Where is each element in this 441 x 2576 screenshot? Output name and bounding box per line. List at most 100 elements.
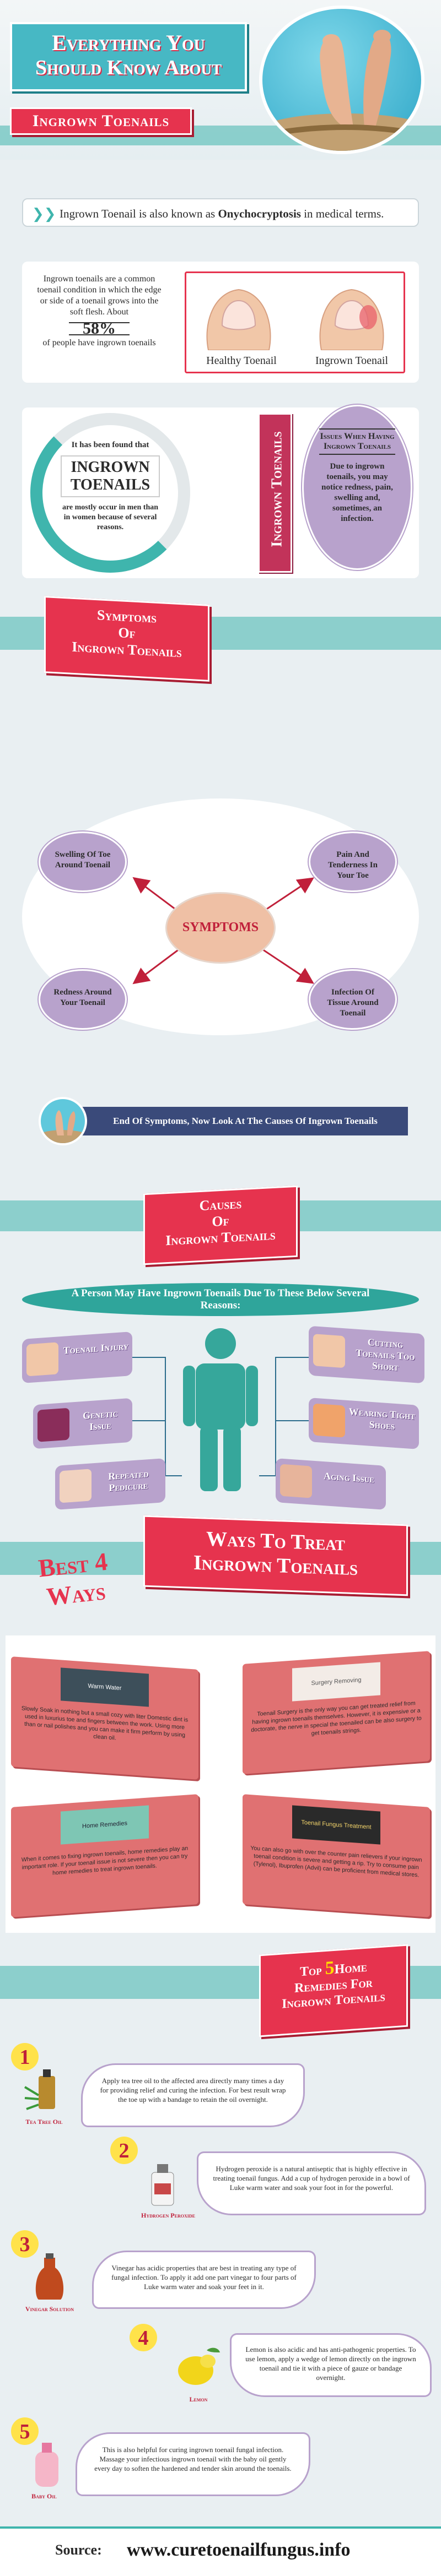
remedy-text: This is also helpful for curing ingrown … [94, 2445, 292, 2472]
found-tail: are mostly occur in men than in women be… [62, 503, 159, 531]
treatment-photo: Surgery Removing [292, 1662, 380, 1702]
pedicure-icon [60, 1469, 92, 1503]
intro-banner: ❯❯ Ingrown Toenail is also known as Onyc… [22, 198, 419, 227]
remedy-card: This is also helpful for curing ingrown … [77, 2434, 309, 2495]
treatment-card: Warm Water Slowly Soak in nothing but a … [11, 1656, 198, 1780]
causes-lead: A Person May Have Ingrown Toenails Due T… [71, 1287, 370, 1311]
intro-section: ❯❯ Ingrown Toenail is also known as Onyc… [0, 160, 441, 391]
symptoms-title-box: Symptoms Of Ingrown Toenails [44, 596, 209, 682]
home-section: Top 5Home Remedies For Ingrown Toenails … [0, 1944, 441, 2517]
definition-after: of people have ingrown toenails [42, 338, 156, 347]
remedy-text: Vinegar has acidic properties that are b… [111, 2264, 297, 2291]
footer: Source: www.curetoenailfungus.info [0, 2526, 441, 2576]
best-ways-label: Best 4 Ways [19, 1545, 130, 1613]
remedy-3: 3 Vinegar Solution Vinegar has acidic pr… [6, 2230, 435, 2324]
remedy-number: 1 [11, 2043, 39, 2070]
remedy-name: Hydrogen Peroxide [141, 2211, 195, 2219]
remedy-card: Apply tea tree oil to the affected area … [83, 2065, 303, 2126]
symptom-item: Redness Around Your Toenail [39, 969, 127, 1030]
source-link[interactable]: www.curetoenailfungus.info [127, 2540, 351, 2560]
causes-section: Causes Of Ingrown Toenails A Person May … [0, 1184, 441, 1635]
treatment-text: When it comes to fixing ingrown toenails… [21, 1845, 189, 1877]
cause-item: Toenail Injury [22, 1332, 132, 1383]
subtitle-banner: Ingrown Toenails [10, 107, 192, 135]
nail-clipper-icon [313, 1334, 345, 1368]
remedy-text: Hydrogen peroxide is a natural antisepti… [213, 2165, 410, 2192]
definition-card: Ingrown toenails are a common toenail co… [22, 262, 419, 383]
page-title-line1: Everything You [52, 30, 205, 55]
title-box: Everything You Should Know About [10, 22, 247, 91]
footer-line [0, 2526, 441, 2529]
found-headline-2: TOENAILS [70, 476, 150, 493]
cause-label: Genetic Issue [83, 1407, 118, 1433]
home-title-box: Top 5Home Remedies For Ingrown Toenails [259, 1944, 408, 2037]
remedy-number: 2 [110, 2137, 138, 2164]
home-title-top: Top [300, 1963, 322, 1980]
symptom-label: Infection Of Tissue Around Toenail [327, 988, 379, 1018]
symptom-item: Swelling Of Toe Around Toenail [39, 832, 127, 892]
remedy-number: 5 [11, 2417, 39, 2445]
remedy-text: Apply tea tree oil to the affected area … [100, 2077, 286, 2104]
symptoms-section: SYMPTOMS Swelling Of Toe Around Toenail … [0, 743, 441, 1184]
treatment-photo: Home Remedies [61, 1805, 149, 1845]
toenail-compare-box: Healthy Toenail Ingrown Toenail [185, 271, 405, 373]
symptoms-footer-text: End Of Symptoms, Now Look At The Causes … [113, 1116, 378, 1126]
lemon-icon [178, 2347, 220, 2385]
feet-thumb-icon [41, 1110, 85, 1143]
symptom-label: Swelling Of Toe Around Toenail [55, 850, 111, 869]
symptoms-center: SYMPTOMS [165, 892, 276, 964]
home-title-home: Home [334, 1960, 367, 1977]
ingrown-toenail-icon [319, 289, 384, 350]
found-text-block: It has been found that INGROWN TOENAILS … [61, 441, 160, 532]
cause-item: Genetic Issue [33, 1398, 132, 1449]
treatment-card: Surgery Removing Toenail Surgery is the … [243, 1651, 430, 1774]
remedy-name: Vinegar Solution [25, 2305, 74, 2313]
foot-icon [26, 1342, 58, 1377]
issues-oval: Issues When Having Ingrown Toenails Due … [302, 405, 412, 570]
remedy-number: 4 [130, 2324, 157, 2351]
cause-item: Cutting Toenails Too Short [309, 1325, 424, 1384]
dna-icon [37, 1407, 69, 1442]
definition-text-block: Ingrown toenails are a common toenail co… [33, 274, 165, 349]
definition-text: Ingrown toenails are a common toenail co… [37, 274, 162, 317]
vinegar-bottle-icon [35, 2253, 64, 2300]
feet-thumbnail [39, 1097, 87, 1145]
remedy-number: 3 [11, 2230, 39, 2258]
treatment-photo: Warm Water [61, 1667, 149, 1707]
treatment-text: Slowly Soak in nothing but a small cozy … [21, 1705, 189, 1742]
issues-title: Issues When Having Ingrown Toenails [319, 428, 395, 455]
healthy-toenail-icon [206, 289, 271, 350]
found-section: It has been found that INGROWN TOENAILS … [0, 391, 441, 743]
treatment-text: You can also go with over the counter pa… [250, 1845, 422, 1879]
chevron-right-icon: ❯❯ [32, 206, 56, 222]
page-subtitle: Ingrown Toenails [32, 112, 170, 130]
header-section: Everything You Should Know About Ingrown… [0, 0, 441, 160]
hydrogen-peroxide-icon [151, 2164, 174, 2206]
causes-lead-bar: A Person May Have Ingrown Toenails Due T… [22, 1283, 419, 1316]
intro-term: Onychocryptosis [218, 207, 301, 220]
ingrown-toenail-label: Ingrown Toenail [315, 355, 389, 367]
cause-label: Repeated Pedicure [108, 1468, 149, 1494]
cause-label: Toenail Injury [63, 1340, 129, 1356]
remedy-card: Lemon is also acidic and has anti-pathog… [232, 2335, 430, 2395]
symptom-label: Redness Around Your Toenail [53, 988, 112, 1007]
page-title-line2: Should Know About [35, 56, 222, 79]
symptoms-center-label: SYMPTOMS [182, 920, 259, 934]
cause-label: Aging Issue [324, 1470, 374, 1485]
found-headline-1: INGROWN [71, 459, 150, 476]
treatment-text: Toenail Surgery is the only way you can … [251, 1699, 422, 1737]
feet-icon [262, 30, 421, 151]
feet-photo [259, 6, 424, 154]
treatment-photo: Toenail Fungus Treatment [292, 1805, 380, 1845]
issues-text: Due to ingrown toenails, you may notice … [321, 462, 393, 523]
remedy-2: 2 Hydrogen Peroxide Hydrogen peroxide is… [6, 2137, 435, 2230]
cause-label: Cutting Toenails Too Short [356, 1336, 415, 1373]
remedy-name: Tea Tree Oil [25, 2118, 63, 2126]
cause-item: Wearing Tight Shoes [309, 1398, 419, 1449]
cause-item: Aging Issue [276, 1458, 386, 1510]
symptom-item: Infection Of Tissue Around Toenail [309, 969, 397, 1030]
cause-item: Repeated Pedicure [55, 1458, 165, 1510]
symptoms-footer-bar: End Of Symptoms, Now Look At The Causes … [44, 1107, 408, 1135]
treatment-card: Home Remedies When it comes to fixing in… [11, 1794, 198, 1917]
symptom-label: Pain And Tenderness In Your Toe [328, 850, 378, 880]
